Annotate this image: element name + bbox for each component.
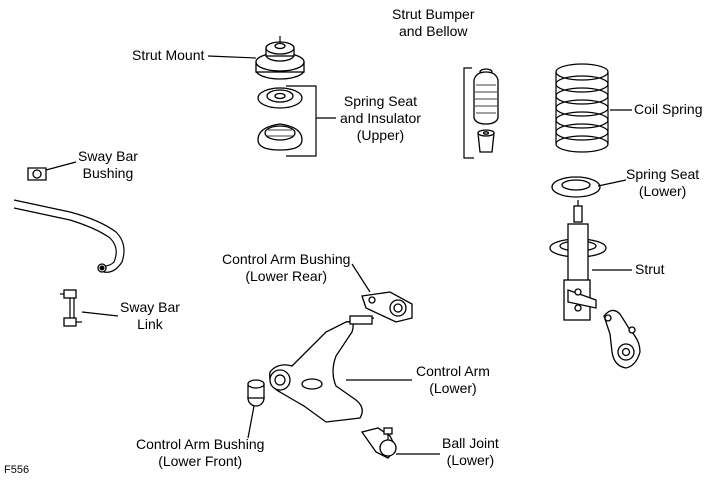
steering-knuckle-part: [603, 309, 641, 369]
sway-bar-link-part: [60, 289, 82, 327]
spring-seat-upper-bracket: [286, 85, 317, 157]
spring-seat-lower-part: [551, 176, 601, 198]
coil-spring-label: Coil Spring: [634, 101, 703, 117]
spring-seat-upper-part: [257, 87, 303, 151]
strut-label: Strut: [635, 261, 665, 277]
spring-seat-upper-label: Spring Seat and Insulator (Upper): [340, 93, 421, 143]
control-arm-bushing-rear-part: [361, 291, 413, 323]
strut-bumper-bracket: [463, 67, 474, 159]
strut-mount-label: Strut Mount: [132, 47, 205, 63]
control-arm-bushing-rear-label: Control Arm Bushing (Lower Rear): [222, 251, 351, 284]
strut-mount-part: [255, 36, 305, 80]
strut-bumper-part: [473, 68, 499, 153]
coil-spring-part: [555, 63, 609, 153]
sway-bar-link-label: Sway Bar Link: [120, 299, 180, 332]
control-arm-lower-label: Control Arm (Lower): [416, 363, 490, 396]
strut-bumper-label: Strut Bumper and Bellow: [392, 6, 475, 39]
control-arm-part: [269, 315, 375, 423]
control-arm-bushing-front-label: Control Arm Bushing (Lower Front): [136, 436, 265, 469]
sway-bar-bushing-part: [27, 167, 47, 181]
ball-joint-label: Ball Joint (Lower): [442, 435, 499, 468]
strut-part: [549, 200, 607, 321]
sway-bar-bushing-label: Sway Bar Bushing: [78, 148, 138, 181]
spring-seat-lower-label: Spring Seat (Lower): [626, 166, 700, 199]
control-arm-bushing-front-part: [247, 379, 265, 407]
ball-joint-part: [360, 427, 397, 459]
figure-id: F556: [4, 464, 30, 476]
sway-bar-part: [13, 199, 125, 273]
leader-lines: [45, 55, 632, 455]
